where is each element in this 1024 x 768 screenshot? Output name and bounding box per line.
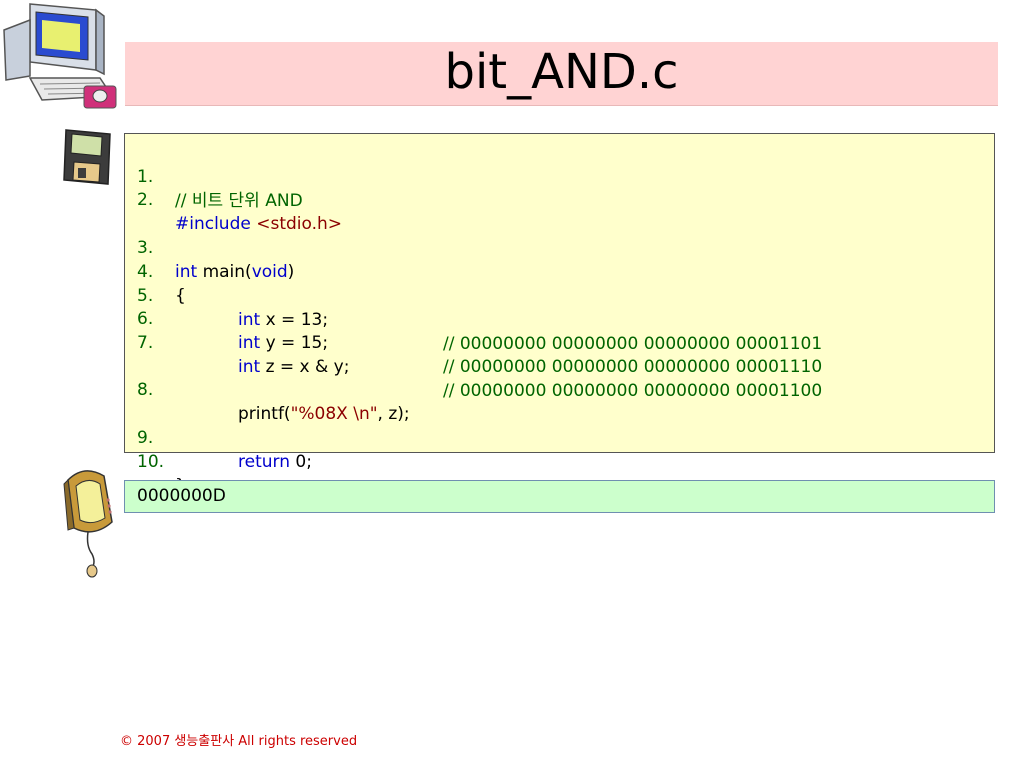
line-number: 9.	[137, 428, 154, 448]
code-text: z = x & y;	[265, 357, 350, 377]
code-text: {	[175, 286, 186, 306]
title-banner: bit_AND.c	[125, 42, 998, 106]
keyword: int	[238, 310, 261, 330]
keyword: int	[175, 262, 198, 282]
code-comment: // 00000000 00000000 00000000 00001110	[443, 357, 823, 377]
line-number: 8.	[137, 380, 154, 400]
line-number: 7.	[137, 333, 154, 353]
computer-clipart-icon	[3, 3, 117, 109]
code-text: main(	[202, 262, 252, 282]
code-text: y = 15;	[265, 333, 329, 353]
output-text: 0000000D	[137, 486, 226, 506]
format-string: "%08X \n"	[290, 404, 378, 424]
code-comment: // 비트 단위 AND	[175, 191, 303, 211]
monitor-clipart-icon	[63, 470, 113, 578]
code-line-6: 6. int y = 15; // 00000000 00000000 0000…	[125, 283, 822, 377]
keyword: void	[251, 262, 288, 282]
code-line-3: 3. int main(void)	[125, 212, 294, 282]
code-comment: // 00000000 00000000 00000000 00001101	[443, 334, 823, 354]
code-comment: // 00000000 00000000 00000000 00001100	[443, 381, 823, 401]
code-text: )	[287, 262, 295, 282]
header-name: <stdio.h>	[256, 214, 343, 234]
code-text: x = 13;	[265, 310, 329, 330]
floppy-disk-icon	[63, 129, 111, 185]
keyword: #include	[175, 214, 251, 234]
line-number: 3.	[137, 238, 154, 258]
keyword: return	[238, 452, 290, 472]
code-line-4: 4. {	[125, 236, 186, 306]
line-number: 2.	[137, 190, 154, 210]
code-line-8: 8. printf("%08X \n", z);	[125, 354, 410, 424]
keyword: int	[238, 333, 261, 353]
line-number: 10.	[137, 452, 165, 472]
code-text: printf(	[238, 404, 291, 424]
code-line-7: 7. int z = x & y; // 00000000 00000000 0…	[125, 307, 822, 401]
code-line-10: 10. }	[125, 426, 186, 496]
code-text: , z);	[377, 404, 410, 424]
slide-title: bit_AND.c	[444, 44, 679, 100]
code-text: 0;	[295, 452, 312, 472]
code-listing: 1. // 비트 단위 AND 2. #include <stdio.h> 3.…	[124, 133, 995, 496]
keyword: int	[238, 357, 261, 377]
line-number: 4.	[137, 262, 154, 282]
line-number: 6.	[137, 309, 154, 329]
line-number: 5.	[137, 286, 154, 306]
program-output: 0000000D	[124, 480, 995, 513]
line-number: 1.	[137, 167, 154, 187]
copyright-footer: © 2007 생능출판사 All rights reserved	[120, 734, 358, 749]
code-line-9: 9. return 0;	[125, 402, 312, 472]
code-line-1: 1. // 비트 단위 AND	[125, 141, 303, 211]
code-line-2: 2. #include <stdio.h>	[125, 164, 342, 234]
code-line-5: 5. int x = 13; // 00000000 00000000 0000…	[125, 260, 822, 354]
